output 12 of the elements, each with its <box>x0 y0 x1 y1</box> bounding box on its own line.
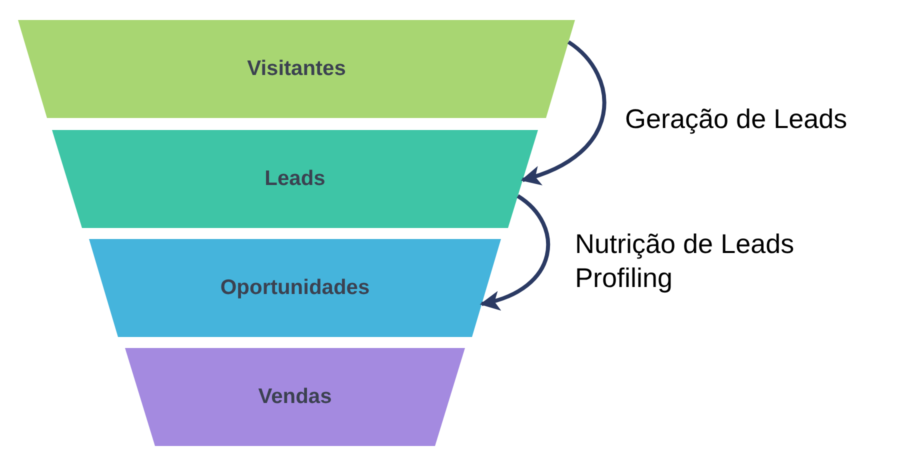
funnel-stage <box>125 348 465 446</box>
edge-label: Geração de Leads <box>625 103 848 136</box>
curved-arrow <box>480 194 550 310</box>
edge-label: Nutrição de Leads Profiling <box>575 228 796 295</box>
funnel-stage <box>89 239 501 337</box>
stage-label: Visitantes <box>247 56 346 82</box>
funnel-stage <box>18 20 575 118</box>
stage-label: Vendas <box>258 384 332 410</box>
curved-arrow <box>520 40 606 184</box>
stage-label: Oportunidades <box>220 275 370 302</box>
stage-label: Leads <box>264 166 326 192</box>
funnel-stage <box>52 130 538 228</box>
